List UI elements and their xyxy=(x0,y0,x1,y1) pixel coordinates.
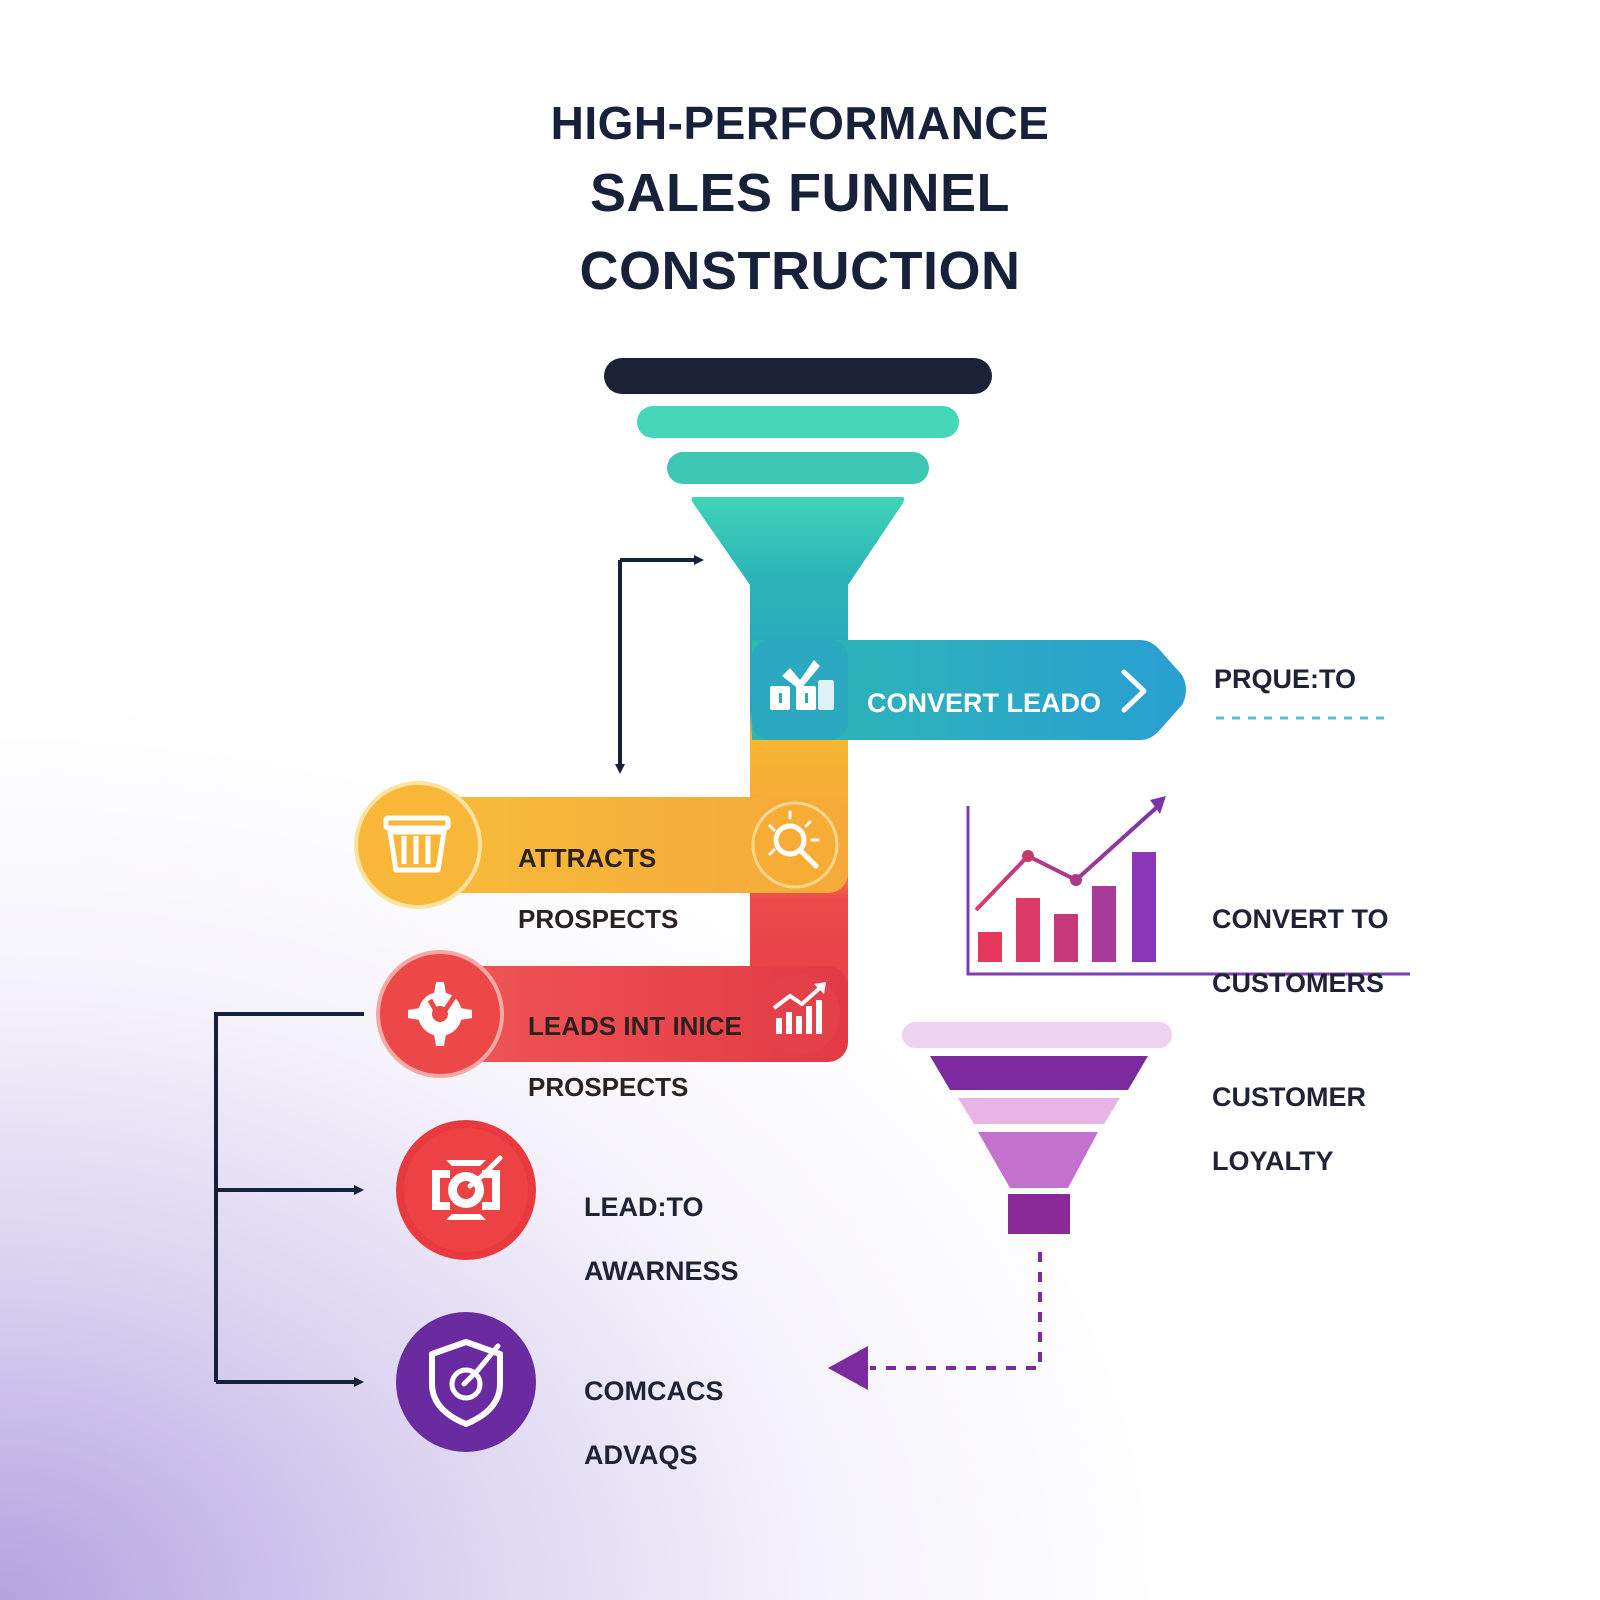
funnel-layer-2 xyxy=(667,452,929,484)
trend-line xyxy=(974,806,1158,912)
funnel-rim xyxy=(604,358,992,394)
side-label-prquto: PRQUE:TO xyxy=(1214,664,1357,694)
side-convert-line2: CUSTOMERS xyxy=(1212,967,1385,998)
side-loyalty-line2: LOYALTY xyxy=(1212,1145,1334,1176)
search-icon xyxy=(768,810,820,869)
return-arrow xyxy=(828,1252,1042,1390)
stage-convert-line1: CONVERT LEADO xyxy=(866,687,1101,718)
stage-attract-banner xyxy=(354,781,848,909)
chevron-right-icon xyxy=(1121,669,1147,713)
loyalty-funnel xyxy=(902,1022,1172,1234)
basket-icon xyxy=(383,815,451,873)
boxes-check-icon xyxy=(770,660,834,710)
title-line-3: CONSTRUCTION xyxy=(579,241,1021,301)
side-lead-to-line1: LEAD:TO xyxy=(584,1191,704,1222)
stage-leads-label: LEADS INT INICE PROSPECTS xyxy=(528,980,742,1133)
stage-convert-line2: CUSTOMERS xyxy=(897,751,1071,782)
side-convert-line1: CONVERT TO xyxy=(1212,903,1389,934)
chart-bar xyxy=(1092,886,1116,962)
stage-leads-banner xyxy=(376,950,848,1078)
target-check-icon xyxy=(396,1120,536,1260)
side-label-loyalty: CUSTOMER LOYALTY xyxy=(1212,1050,1366,1209)
side-label-lead-to: LEAD:TO AWARNESS xyxy=(584,1160,739,1319)
side-comcacs-line2: ADVAQS xyxy=(584,1439,698,1470)
gear-icon xyxy=(408,982,472,1046)
side-lead-to-line2: AWARNESS xyxy=(584,1255,739,1286)
stage-attract-line1: ATTRACTS xyxy=(518,842,657,873)
chart-bar xyxy=(1132,852,1156,962)
side-label-convert-to: CONVERT TO CUSTOMERS xyxy=(1212,872,1389,1031)
growth-chart-icon xyxy=(772,982,826,1034)
chart-bar xyxy=(1054,914,1078,962)
chart-bar xyxy=(1016,898,1040,962)
side-loyalty-line1: CUSTOMER xyxy=(1212,1081,1367,1112)
side-comcacs-line1: COMCACS xyxy=(584,1375,724,1406)
trend-arrowhead xyxy=(1150,796,1166,814)
funnel-cone xyxy=(691,497,905,585)
stage-leads-line1: LEADS INT INICE xyxy=(528,1010,742,1041)
branch-arrows xyxy=(214,1012,364,1387)
chart-bar xyxy=(978,932,1002,962)
title-line-1: HIGH-PERFORMANCE xyxy=(550,97,1050,149)
stage-convert-banner xyxy=(752,640,1186,740)
loop-arrow xyxy=(615,555,704,774)
growth-bar-chart xyxy=(966,796,1410,976)
stage-attract-line2: PROSPECTS xyxy=(518,904,679,935)
stage-leads-line2: PROSPECTS xyxy=(528,1072,689,1103)
stage-attract-label: ATTRACTS PROSPECTS xyxy=(518,812,678,965)
side-label-comcacs: COMCACS ADVAQS xyxy=(584,1344,724,1503)
title-line-2: SALES FUNNEL xyxy=(589,163,1011,223)
stage-convert-label: CONVERT LEADO CUSTOMERS xyxy=(864,656,1104,815)
shield-check-icon xyxy=(396,1312,536,1452)
funnel-layer-1 xyxy=(637,406,959,438)
